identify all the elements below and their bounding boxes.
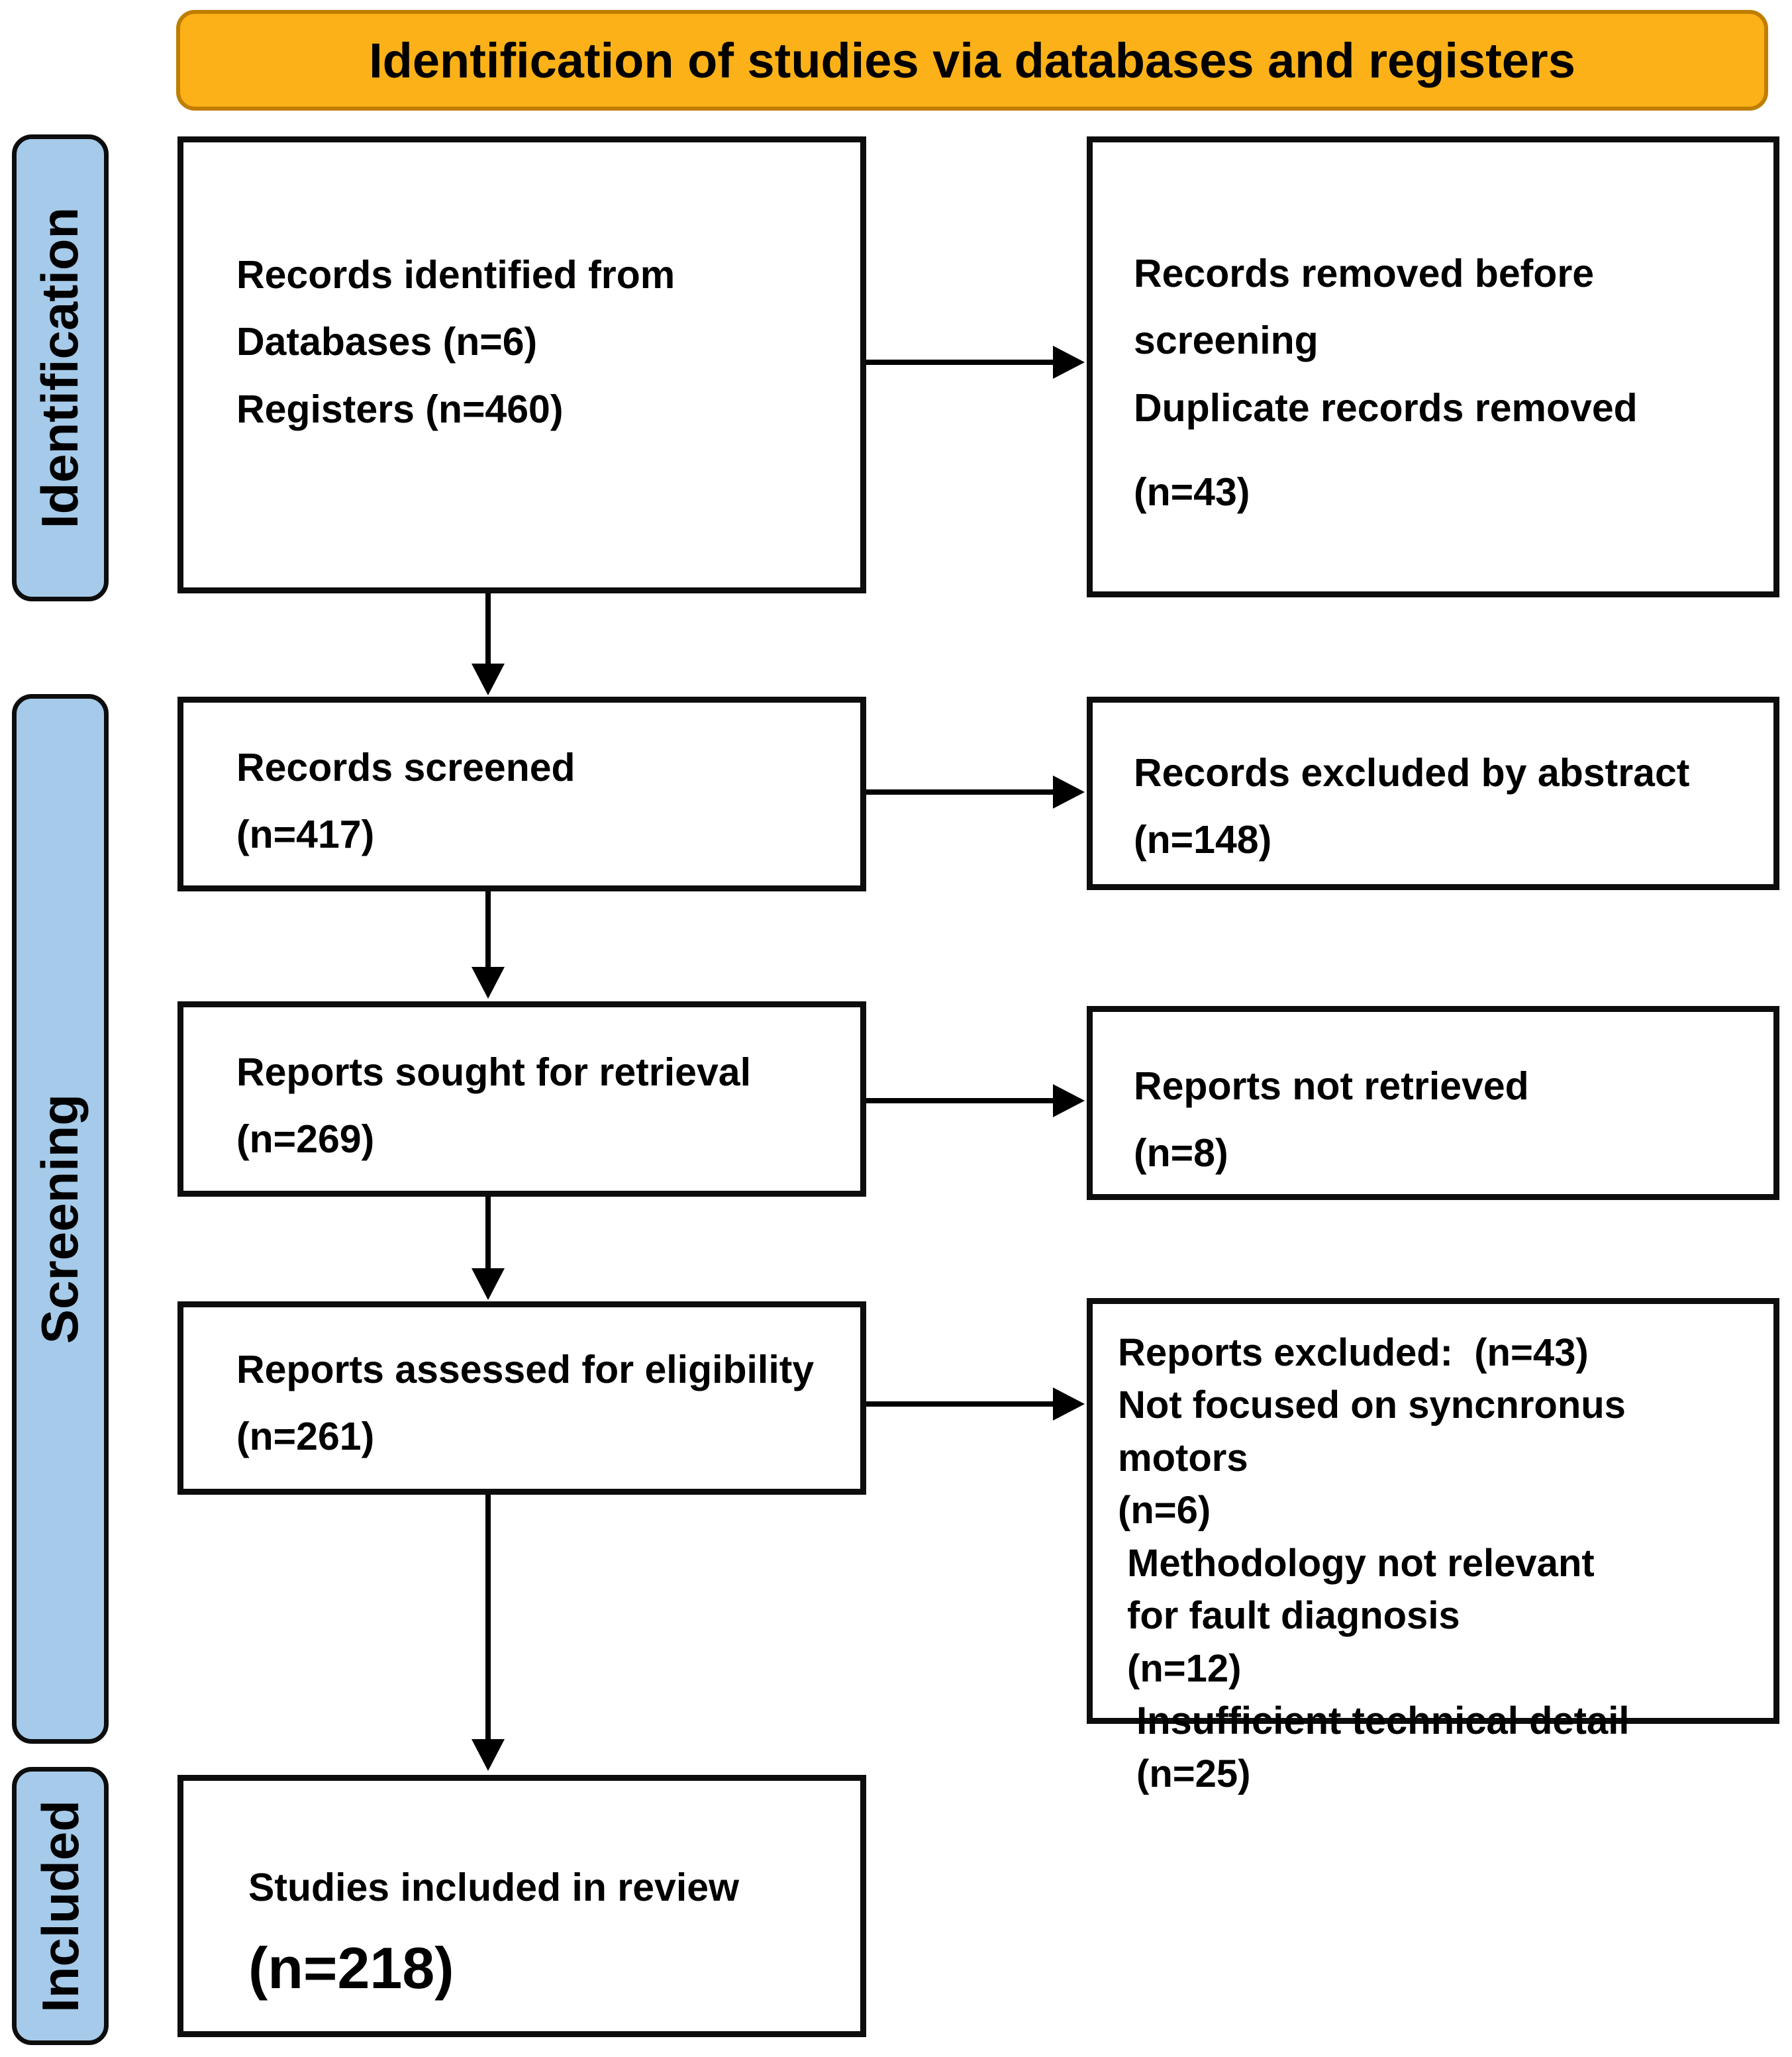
box-reports-excluded: Reports excluded: (n=43) Not focused on … [1087,1298,1779,1795]
reports-not-retrieved-count: (n=8) [1134,1131,1228,1176]
reports-excluded-reason-2: Methodology not relevant [1127,1541,1595,1585]
box-reports-not-retrieved: Reports not retrieved (n=8) [1087,1006,1779,1200]
reports-assessed-count: (n=261) [236,1415,375,1459]
stage-screening: Screening [12,694,109,1744]
reports-excluded-reason-1-count: (n=6) [1118,1489,1211,1532]
reports-excluded-header: Reports excluded: (n=43) [1118,1331,1589,1374]
arrow-assessed-to-included-line [485,1495,491,1741]
stage-identification: Identification [12,134,109,601]
box-studies-included: Studies included in review (n=218) [177,1775,866,2037]
arrow-screened-to-sought-line [485,891,491,970]
reports-assessed-line-1: Reports assessed for eligibility [236,1348,815,1391]
arrow-identified-to-screened-head [472,664,505,695]
records-removed-line-2: Duplicate records removed [1134,385,1638,430]
reports-excluded-reason-2-count: (n=12) [1127,1646,1242,1690]
arrow-identified-to-removed-line [866,360,1056,365]
reports-not-retrieved-line-1: Reports not retrieved [1134,1064,1529,1108]
records-excluded-line-1: Records excluded by abstract [1134,751,1690,795]
records-removed-count: (n=43) [1134,470,1250,515]
arrow-sought-to-assessed-line [485,1197,491,1271]
box-reports-assessed: Reports assessed for eligibility (n=261) [177,1301,866,1495]
reports-sought-line-1: Reports sought for retrieval [236,1050,751,1094]
records-identified-line-3: Registers (n=460) [236,387,564,431]
arrow-identified-to-screened-line [485,593,491,668]
arrow-screened-to-excluded-head [1053,776,1085,809]
arrow-assessed-to-excluded-line [866,1401,1056,1407]
box-records-excluded-abstract: Records excluded by abstract (n=148) [1087,697,1779,890]
reports-excluded-reason-3-count: (n=25) [1136,1752,1251,1795]
studies-included-line-1: Studies included in review [248,1866,739,1909]
stage-screening-label: Screening [30,1093,89,1344]
reports-excluded-reason-3: Insufficient technical detail [1136,1699,1630,1743]
stage-included: Included [12,1767,109,2045]
records-identified-line-2: Databases (n=6) [236,320,538,364]
reports-sought-count: (n=269) [236,1117,375,1162]
arrow-identified-to-removed-head [1053,346,1085,379]
arrow-sought-to-notretrieved-line [866,1098,1056,1103]
page-title: Identification of studies via databases … [369,32,1575,88]
arrow-sought-to-assessed-head [472,1268,505,1300]
stage-identification-label: Identification [30,207,89,529]
arrow-assessed-to-excluded-head [1053,1387,1085,1421]
studies-included-count: (n=218) [248,1935,454,2001]
reports-excluded-reason-2b: for fault diagnosis [1127,1594,1460,1638]
box-records-removed: Records removed before screening Duplica… [1087,136,1779,597]
box-records-identified: Records identified from Databases (n=6) … [177,136,866,593]
records-screened-line-1: Records screened [236,746,575,789]
arrow-assessed-to-included-head [472,1739,505,1771]
records-removed-line-1: Records removed before screening [1134,252,1605,363]
arrow-screened-to-excluded-line [866,789,1056,795]
records-excluded-count: (n=148) [1134,818,1272,862]
stage-included-label: Included [30,1799,89,2013]
reports-excluded-reason-1: Not focused on syncnronus motors [1118,1383,1637,1480]
records-identified-line-1: Records identified from [236,253,675,297]
arrow-screened-to-sought-head [472,967,505,999]
box-reports-sought: Reports sought for retrieval (n=269) [177,1001,866,1197]
box-records-screened: Records screened (n=417) [177,697,866,891]
arrow-sought-to-notretrieved-head [1053,1084,1085,1117]
title-banner: Identification of studies via databases … [176,10,1768,111]
records-screened-count: (n=417) [236,813,375,857]
